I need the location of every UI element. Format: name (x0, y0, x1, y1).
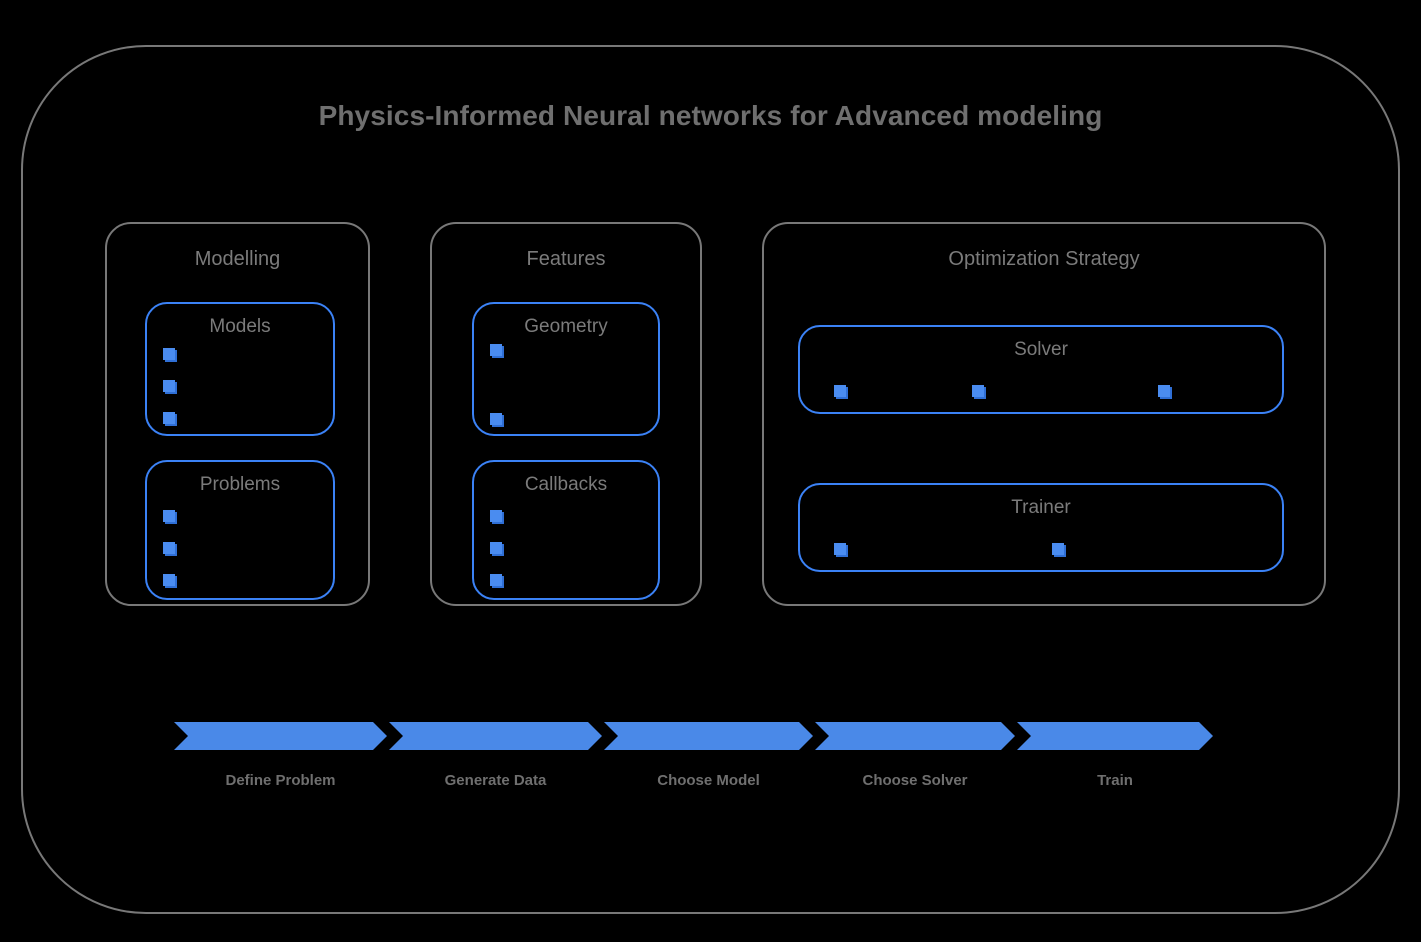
box-solver-label: Solver (1014, 339, 1068, 360)
workflow-label-define-problem: Define Problem (225, 772, 336, 789)
bullet-marker (163, 510, 175, 522)
bullet-marker (834, 385, 846, 397)
bullet-marker (972, 385, 984, 397)
workflow-arrow-choose-solver[interactable] (815, 722, 1015, 750)
bullet-marker (490, 413, 502, 425)
workflow-label-choose-model: Choose Model (657, 772, 760, 789)
group-modelling: Modelling (105, 222, 370, 606)
workflow-arrow-generate-data[interactable] (389, 722, 602, 750)
box-geometry-label: Geometry (524, 316, 608, 337)
bullet-marker (834, 543, 846, 555)
box-models[interactable]: Models (145, 302, 335, 436)
group-modelling-label: Modelling (194, 248, 281, 270)
workflow-label-train: Train (1097, 772, 1133, 789)
workflow-label-choose-solver: Choose Solver (862, 772, 968, 789)
group-features-label: Features (526, 248, 606, 270)
bullet-marker (163, 542, 175, 554)
box-problems-label: Problems (199, 474, 281, 495)
bullet-marker (490, 344, 502, 356)
workflow-arrow-train[interactable] (1017, 722, 1213, 750)
box-models-label: Models (209, 316, 271, 337)
bullet-marker (163, 348, 175, 360)
group-optimization-strategy: Optimization Strategy (762, 222, 1326, 606)
box-callbacks[interactable]: Callbacks (472, 460, 660, 600)
bullet-marker (163, 412, 175, 424)
bullet-marker (490, 574, 502, 586)
bullet-marker (163, 574, 175, 586)
box-trainer[interactable]: Trainer (798, 483, 1284, 572)
bullet-marker (490, 542, 502, 554)
box-solver[interactable]: Solver (798, 325, 1284, 414)
bullet-marker (1052, 543, 1064, 555)
page-title: Physics-Informed Neural networks for Adv… (318, 100, 1103, 131)
outer-frame (21, 45, 1400, 914)
box-callbacks-label: Callbacks (524, 474, 608, 495)
bullet-marker (490, 510, 502, 522)
box-geometry[interactable]: Geometry (472, 302, 660, 436)
bullet-marker (163, 380, 175, 392)
group-optimization-strategy-label: Optimization Strategy (948, 248, 1140, 270)
box-trainer-label: Trainer (1011, 497, 1071, 518)
bullet-marker (1158, 385, 1170, 397)
workflow-arrow-choose-model[interactable] (604, 722, 813, 750)
workflow-label-generate-data: Generate Data (444, 772, 547, 789)
box-problems[interactable]: Problems (145, 460, 335, 600)
group-features: Features (430, 222, 702, 606)
workflow-arrow-define-problem[interactable] (174, 722, 387, 750)
